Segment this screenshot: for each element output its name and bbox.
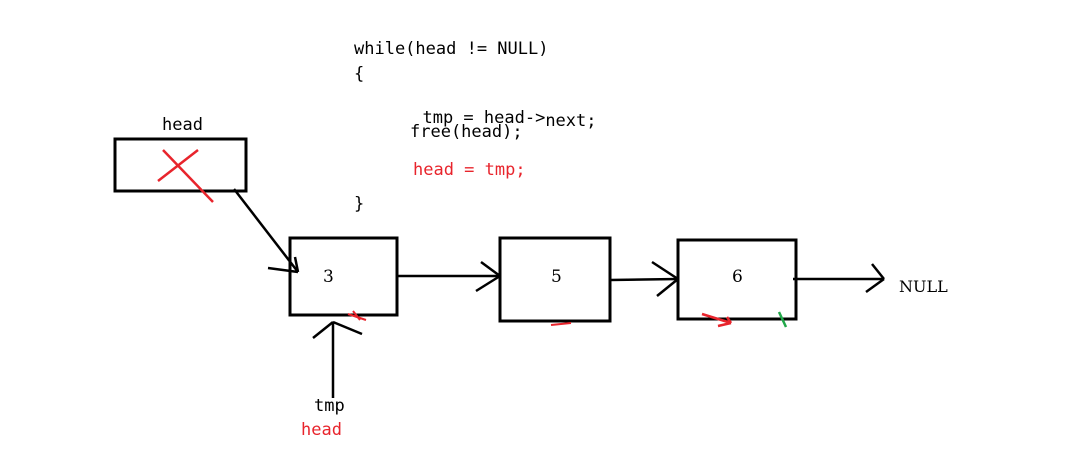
code-line-close-brace: } — [354, 194, 365, 214]
code-line-tmp-assign: tmp = head->next; — [402, 93, 596, 130]
node-3-box — [288, 236, 399, 317]
code-line-free: free(head); — [410, 122, 523, 142]
tmp-pointer-arrow — [312, 320, 363, 398]
head-to-node3-arrow — [233, 188, 300, 274]
null-label: NULL — [899, 277, 948, 296]
node3-to-node5-arrow — [397, 260, 501, 293]
code-line-head-assign: head = tmp; — [413, 160, 526, 180]
code-line-while: while(head != NULL) — [354, 39, 549, 59]
green-mark-node6 — [777, 311, 788, 328]
head-pointer-label: head — [162, 115, 203, 135]
tmp-pointer-label: tmp — [314, 396, 345, 416]
node-6-value: 6 — [732, 267, 743, 287]
cross-out-mark — [157, 149, 214, 203]
node-3-value: 3 — [323, 267, 334, 287]
new-head-label: head — [301, 420, 342, 440]
red-next-mark-node6 — [701, 312, 733, 328]
red-next-mark-node3 — [347, 310, 367, 321]
head-pointer-box — [113, 137, 248, 193]
node6-to-null-arrow — [793, 263, 885, 294]
red-next-mark-node5 — [550, 322, 572, 326]
node5-to-node6-arrow — [609, 260, 679, 297]
code-tmp-assign-part2: next; — [545, 111, 597, 131]
node-5-value: 5 — [551, 267, 562, 287]
code-tmp-assign-part1: tmp = head-> — [422, 108, 546, 128]
code-line-open-brace: { — [354, 64, 365, 84]
